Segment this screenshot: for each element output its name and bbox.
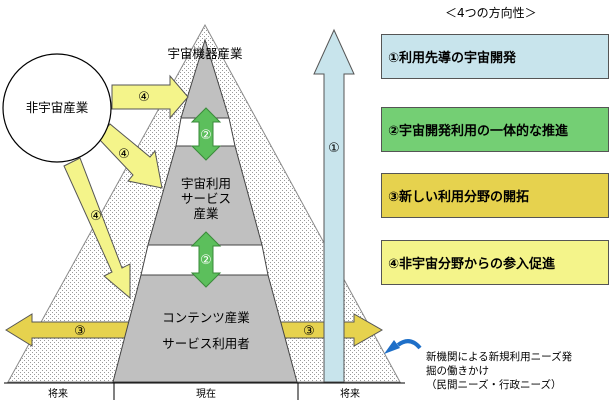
directions-title: ＜4つの方向性＞ [445,6,537,20]
pyramid-bottom-label-line2: サービス利用者 [162,336,250,351]
timeline-left-future: 将来 [48,388,68,400]
pyramid-middle-label-line3: 産業 [193,206,219,221]
note-line-3: （民間ニーズ・行政ニーズ） [426,379,562,391]
curved-arrow-head [384,340,400,354]
non-space-industry-label: 非宇宙産業 [26,100,89,115]
pyramid-bottom-label-line1: コンテンツ産業 [162,310,250,325]
marker-2-lower: ② [200,253,212,268]
marker-3-left: ③ [74,324,86,339]
marker-2-upper: ② [200,128,212,143]
pyramid-middle-label-line1: 宇宙利用 [181,176,231,191]
marker-4-bottom: ④ [90,209,102,224]
note-line-1: 新機関による新規利用ニーズ発 [426,351,573,363]
arrow-4-bottom [63,157,131,300]
direction-label-1: ①利用先導の宇宙開発 [388,51,517,66]
arrow-2-upper [190,107,222,161]
direction-box-2: ②宇宙開発利用の一体的な推進 [381,107,609,152]
pyramid-top-label: 宇宙機器産業 [167,46,243,61]
arrow-2-lower [190,231,222,288]
new-needs-note: 新機関による新規利用ニーズ発 掘の働きかけ （民間ニーズ・行政ニーズ） [426,350,572,392]
direction-box-3: ③新しい利用分野の開拓 [381,173,609,218]
direction-label-3: ③新しい利用分野の開拓 [388,190,530,205]
direction-box-1: ①利用先導の宇宙開発 [381,34,609,79]
marker-1: ① [328,141,340,156]
curved-arrow-icon [396,339,422,350]
pyramid-middle-label-line2: サービス [181,191,231,206]
arrow-4-top [111,74,189,120]
direction-label-2: ②宇宙開発利用の一体的な推進 [388,124,569,139]
arrow-4-middle [97,123,163,189]
note-line-2: 掘の働きかけ [426,365,489,377]
marker-4-top: ④ [138,90,150,105]
non-space-industry-circle [2,53,112,163]
marker-4-middle: ④ [118,147,130,162]
timeline-present: 現在 [196,388,216,400]
marker-3-right: ③ [303,324,315,339]
direction-box-4: ④非宇宙分野からの参入促進 [381,240,609,285]
pyramid-bottom-tier [112,274,298,383]
direction-label-4: ④非宇宙分野からの参入促進 [388,257,556,272]
timeline-right-future: 将来 [340,388,360,400]
arrow-1-vertical [313,28,355,383]
